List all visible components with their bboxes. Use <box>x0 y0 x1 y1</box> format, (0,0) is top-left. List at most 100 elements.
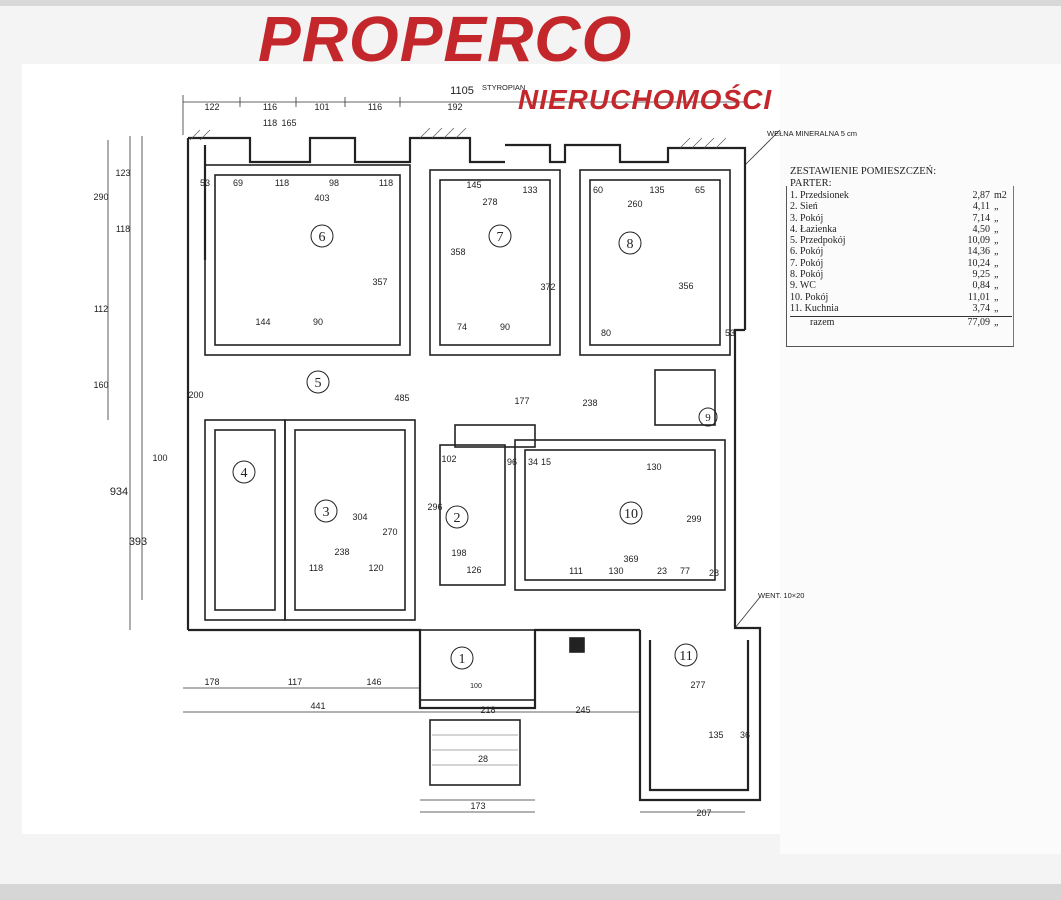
legend-room-area: 9,25 <box>972 269 991 281</box>
dim: 178 <box>204 677 219 687</box>
legend-room-label: 7. Pokój <box>790 257 824 269</box>
dim: 372 <box>540 282 555 292</box>
legend-room-unit: „ <box>994 246 999 258</box>
dim-top-total: 1105 <box>450 85 474 97</box>
legend-room-unit: „ <box>994 257 999 269</box>
dim: 117 <box>288 677 302 687</box>
dim: 77 <box>680 566 690 576</box>
dim: 80 <box>601 328 611 338</box>
dim: 198 <box>451 548 466 558</box>
dim: 111 <box>569 566 583 576</box>
dim: 485 <box>394 393 409 403</box>
dim: 60 <box>593 185 603 195</box>
legend-room-unit: „ <box>994 291 999 303</box>
room-number-2: 2 <box>454 511 461 526</box>
room-number-10: 10 <box>624 507 638 522</box>
room-number-5: 5 <box>315 376 322 391</box>
brand-logo: PROPERCO <box>258 3 633 75</box>
room-number-6: 6 <box>319 230 326 245</box>
legend-row: 7. Pokój 10,24„ <box>790 258 1012 269</box>
legend-title: ZESTAWIENIE POMIESZCZEŃ: <box>790 166 937 177</box>
dim: 130 <box>608 566 623 576</box>
room-number-3: 3 <box>323 505 330 520</box>
room-number-4: 4 <box>241 466 248 481</box>
dim: 28 <box>709 568 719 578</box>
plan-sheet <box>22 64 782 834</box>
room-schedule: ZESTAWIENIE POMIESZCZEŃ: PARTER: 1. Prze… <box>790 166 1012 329</box>
dim: 358 <box>450 247 465 257</box>
dim: 122 <box>204 102 219 112</box>
legend-total-value: 77,09 <box>967 317 991 329</box>
legend-room-label: 11. Kuchnia <box>790 302 839 314</box>
top-border <box>0 0 1061 6</box>
dim: 118 <box>309 563 323 573</box>
dim: 369 <box>623 554 638 564</box>
dim: 238 <box>582 398 597 408</box>
dim: 441 <box>310 701 325 711</box>
legend-total-label: razem <box>810 317 835 329</box>
dim: 74 <box>457 322 467 332</box>
legend-room-unit: „ <box>994 223 999 235</box>
legend-room-area: 14,36 <box>967 246 991 258</box>
dim: 118 <box>263 118 277 128</box>
dim: 270 <box>382 527 397 537</box>
dim: 34 <box>528 457 538 467</box>
legend-room-label: 8. Pokój <box>790 269 824 281</box>
room-number-11: 11 <box>679 649 692 664</box>
dim: 100 <box>470 683 482 690</box>
legend-total-ditto: „ <box>994 317 999 329</box>
legend-room-area: 4,11 <box>972 201 990 213</box>
dim: 135 <box>708 730 723 740</box>
dim: 238 <box>334 547 349 557</box>
dim: 277 <box>690 680 705 690</box>
dim: 53 <box>200 178 210 188</box>
dim: 118 <box>275 178 289 188</box>
dim: 65 <box>695 185 705 195</box>
dim: 144 <box>255 317 270 327</box>
vent-note: WENT. 10×20 <box>758 591 804 600</box>
legend-room-label: 1. Przedsionek <box>790 190 849 201</box>
dim: 15 <box>541 457 551 467</box>
dim: 101 <box>314 102 329 112</box>
legend-frame <box>786 186 1014 347</box>
room-number-8: 8 <box>627 237 634 252</box>
dim: 356 <box>678 281 693 291</box>
dim: 133 <box>522 185 537 195</box>
dim: 393 <box>129 536 147 548</box>
dim: 299 <box>686 514 701 524</box>
dim: 90 <box>500 322 510 332</box>
dim: 126 <box>466 565 481 575</box>
dim: 130 <box>646 462 661 472</box>
dim: 260 <box>627 199 642 209</box>
dim: 177 <box>514 396 529 406</box>
dim: 145 <box>466 180 481 190</box>
dim: 96 <box>507 457 517 467</box>
legend-room-area: 0,84 <box>972 280 991 292</box>
legend-room-label: 4. Łazienka <box>790 223 837 235</box>
legend-room-label: 2. Sień <box>790 201 818 213</box>
dim: 102 <box>441 454 456 464</box>
legend-room-area: 10,24 <box>967 257 991 269</box>
dim: 218 <box>480 705 495 715</box>
dim: 173 <box>470 801 485 811</box>
dim: 245 <box>575 705 590 715</box>
dim: 90 <box>313 317 323 327</box>
legend-room-unit: „ <box>994 302 999 314</box>
dim: 120 <box>368 563 383 573</box>
legend-room-unit: „ <box>994 235 999 247</box>
legend-room-area: 10,09 <box>967 235 991 247</box>
legend-room-area: 2,87 <box>972 190 991 201</box>
dim: 98 <box>329 178 339 188</box>
dim: 192 <box>447 102 462 112</box>
legend-room-unit: „ <box>994 280 999 292</box>
legend-floor: PARTER: <box>790 178 832 189</box>
dim: 116 <box>368 102 382 112</box>
dim: 118 <box>116 224 130 234</box>
